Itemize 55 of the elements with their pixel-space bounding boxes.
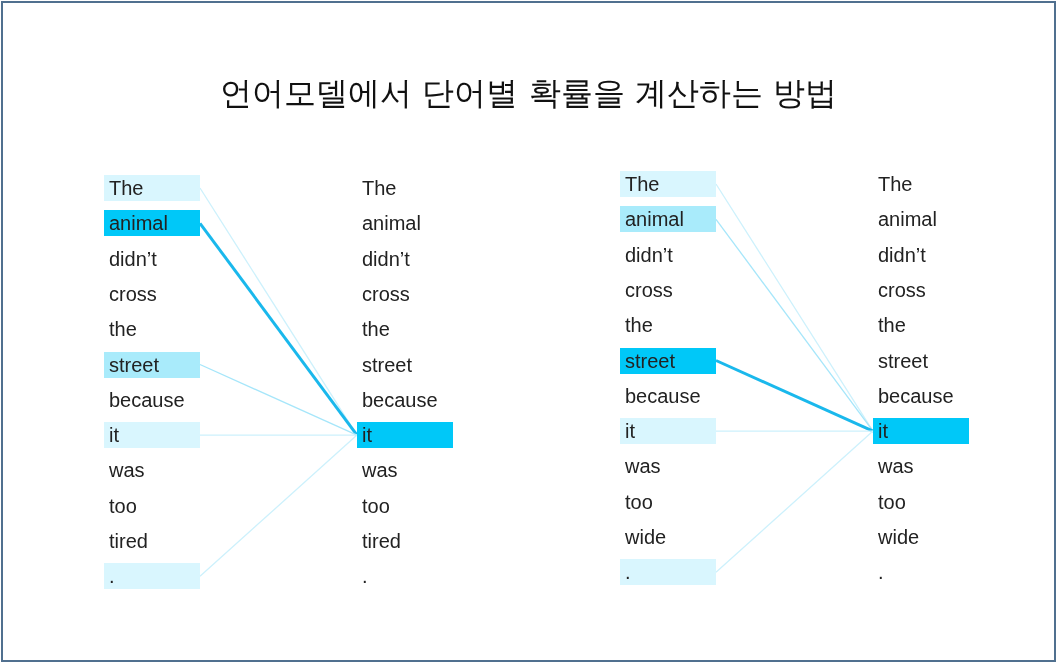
- highlighted-word: .: [104, 563, 200, 590]
- highlighted-word: it: [873, 418, 969, 445]
- word: wide: [878, 526, 920, 548]
- highlighted-word: street: [104, 351, 200, 378]
- word: was: [878, 455, 914, 478]
- attention-line: [199, 434, 358, 577]
- word: street: [362, 353, 413, 376]
- word: .: [878, 561, 884, 584]
- word: animal: [878, 208, 937, 231]
- word: didn’t: [625, 243, 673, 266]
- highlighted-word: The: [620, 171, 716, 197]
- attention-line: [199, 363, 358, 436]
- word: tired: [362, 530, 401, 552]
- word: The: [878, 173, 913, 195]
- highlighted-word: .: [620, 559, 716, 586]
- attention-line: [199, 434, 358, 436]
- word: too: [109, 494, 137, 517]
- word: was: [109, 459, 145, 482]
- title: 언어모델에서 단어별 확률을 계산하는 방법: [219, 73, 838, 114]
- word: because: [362, 388, 438, 411]
- attention-line: [715, 430, 874, 573]
- word: was: [625, 455, 661, 478]
- word: cross: [625, 278, 673, 301]
- highlighted-word: animal: [620, 206, 716, 233]
- highlighted-word: it: [357, 422, 453, 449]
- word: The: [362, 177, 397, 199]
- word: didn’t: [362, 247, 410, 270]
- word: cross: [362, 282, 410, 305]
- word: because: [625, 384, 701, 407]
- attention-line: [715, 359, 874, 433]
- highlighted-word: The: [104, 175, 200, 201]
- highlighted-word: it: [620, 418, 716, 445]
- word: the: [878, 314, 906, 337]
- word: because: [109, 388, 185, 411]
- word: didn’t: [109, 247, 157, 270]
- word: was: [362, 459, 398, 482]
- word: because: [878, 384, 954, 407]
- word: cross: [109, 282, 157, 305]
- word: the: [362, 318, 390, 341]
- highlighted-word: street: [620, 347, 716, 374]
- word: animal: [362, 212, 421, 235]
- word: .: [362, 565, 368, 588]
- word: cross: [878, 278, 926, 301]
- word: tired: [109, 530, 148, 552]
- word: too: [625, 490, 653, 513]
- attention-line: [715, 430, 874, 432]
- word: wide: [625, 526, 667, 548]
- word: street: [878, 349, 929, 372]
- word: too: [362, 494, 390, 517]
- highlighted-word: animal: [104, 210, 200, 237]
- highlighted-word: it: [104, 422, 200, 449]
- word: the: [109, 318, 137, 341]
- word: didn’t: [878, 243, 926, 266]
- word: the: [625, 314, 653, 337]
- word: too: [878, 490, 906, 513]
